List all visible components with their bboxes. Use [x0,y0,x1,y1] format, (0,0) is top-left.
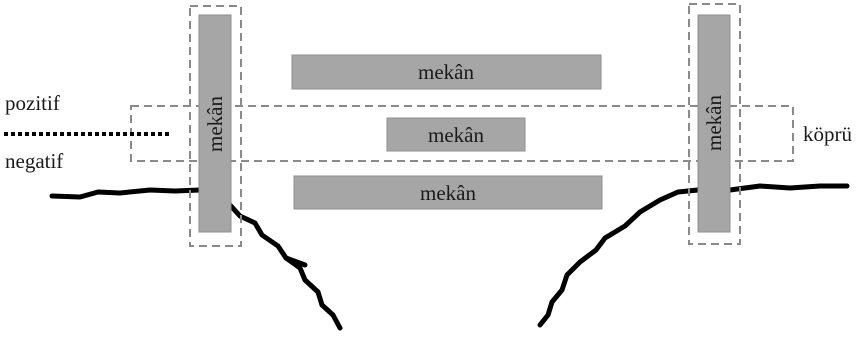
top-space-bar [291,54,602,90]
top-bar-label: mekân [418,60,474,84]
left-slope-line [227,202,343,331]
right-pillar-label: mekân [702,95,726,151]
middle-bar-label: mekân [428,123,484,147]
middle-space-bar [386,117,526,152]
left-pillar-outline [189,5,242,247]
kopru-label: köprü [803,122,852,146]
right-pillar-outline [688,3,741,245]
right-ground-line [727,183,850,193]
left-pillar [198,14,232,233]
left-pillar-label: mekân [203,96,227,152]
right-pillar [697,14,731,233]
left-ground-line [49,187,203,200]
bottom-bar-label: mekân [420,181,476,205]
pozitif-label: pozitif [5,91,60,115]
right-slope-line [537,187,701,328]
negatif-label: negatif [5,149,63,173]
left-slope-branch [283,255,308,268]
bottom-space-bar [293,175,603,210]
